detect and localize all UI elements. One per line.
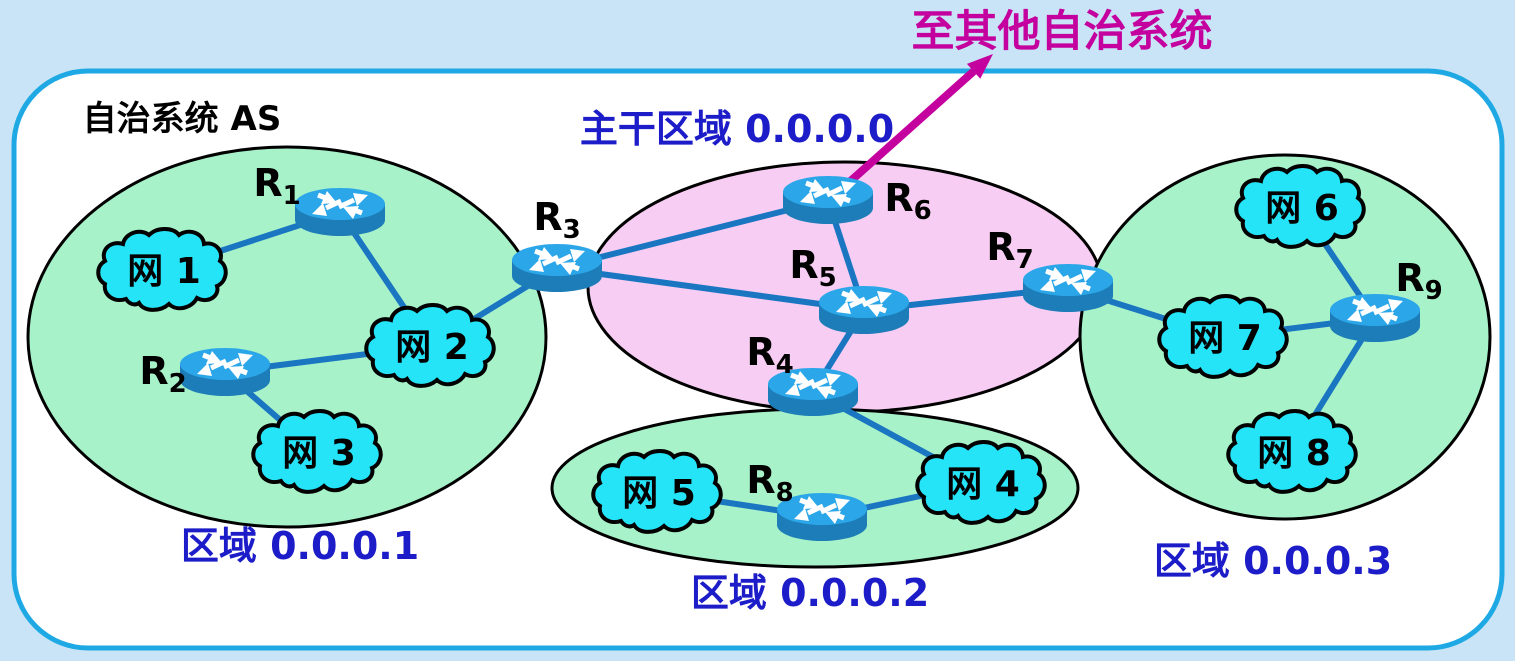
link-R3-R6 (556, 197, 829, 271)
network-net5-label: 网 5 (622, 473, 696, 514)
router-R4-label: R4 (746, 330, 793, 380)
area1-label: 区域 0.0.0.1 (181, 524, 419, 568)
as-label: 自治系统 AS (83, 99, 282, 139)
router-R3-label: R3 (533, 195, 580, 245)
link-R3-R5 (556, 265, 865, 313)
router-R8-label: R8 (746, 458, 793, 508)
network-net3-label: 网 3 (282, 433, 356, 474)
network-net8-label: 网 8 (1257, 433, 1331, 474)
network-net7-label: 网 7 (1188, 318, 1262, 359)
router-R3-icon (512, 244, 602, 292)
router-R5-icon (819, 286, 909, 334)
router-R1-icon (295, 188, 385, 236)
network-net2-label: 网 2 (395, 327, 469, 368)
router-R2-icon (180, 348, 270, 396)
network-net1-label: 网 1 (127, 251, 201, 292)
router-R2-label: R2 (139, 349, 186, 399)
backbone-area-label: 主干区域 0.0.0.0 (580, 107, 894, 151)
router-R7-label: R7 (986, 225, 1033, 275)
external-arrow-layer (842, 54, 993, 189)
area2-label: 区域 0.0.0.2 (691, 571, 929, 615)
to-other-as-label: 至其他自治系统 (912, 7, 1213, 57)
router-R6-icon (783, 176, 873, 224)
network-net4-label: 网 4 (946, 464, 1020, 505)
area3-label: 区域 0.0.0.3 (1154, 539, 1392, 583)
router-R1-label: R1 (253, 161, 300, 211)
network-net6-label: 网 6 (1265, 188, 1339, 229)
external-as-arrow-head (966, 54, 993, 79)
router-R6-label: R6 (884, 176, 931, 226)
router-R9-icon (1330, 294, 1420, 342)
router-R7-icon (1023, 264, 1113, 312)
external-as-arrow-shaft (842, 68, 977, 189)
labels-layer: 自治系统 AS 主干区域 0.0.0.0 区域 0.0.0.1 区域 0.0.0… (83, 7, 1443, 615)
router-R9-label: R9 (1395, 256, 1442, 306)
router-R5-label: R5 (789, 243, 836, 293)
